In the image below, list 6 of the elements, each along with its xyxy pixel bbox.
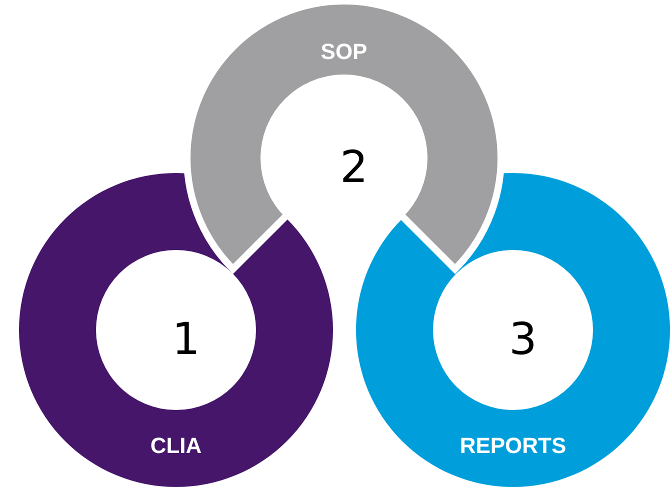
step-label: SOP <box>320 41 368 63</box>
step-number: 3 <box>509 318 537 362</box>
step-number: 1 <box>172 318 200 362</box>
step-number: 2 <box>340 146 368 190</box>
step-label: REPORTS <box>460 435 566 457</box>
step-label: CLIA <box>150 435 202 457</box>
